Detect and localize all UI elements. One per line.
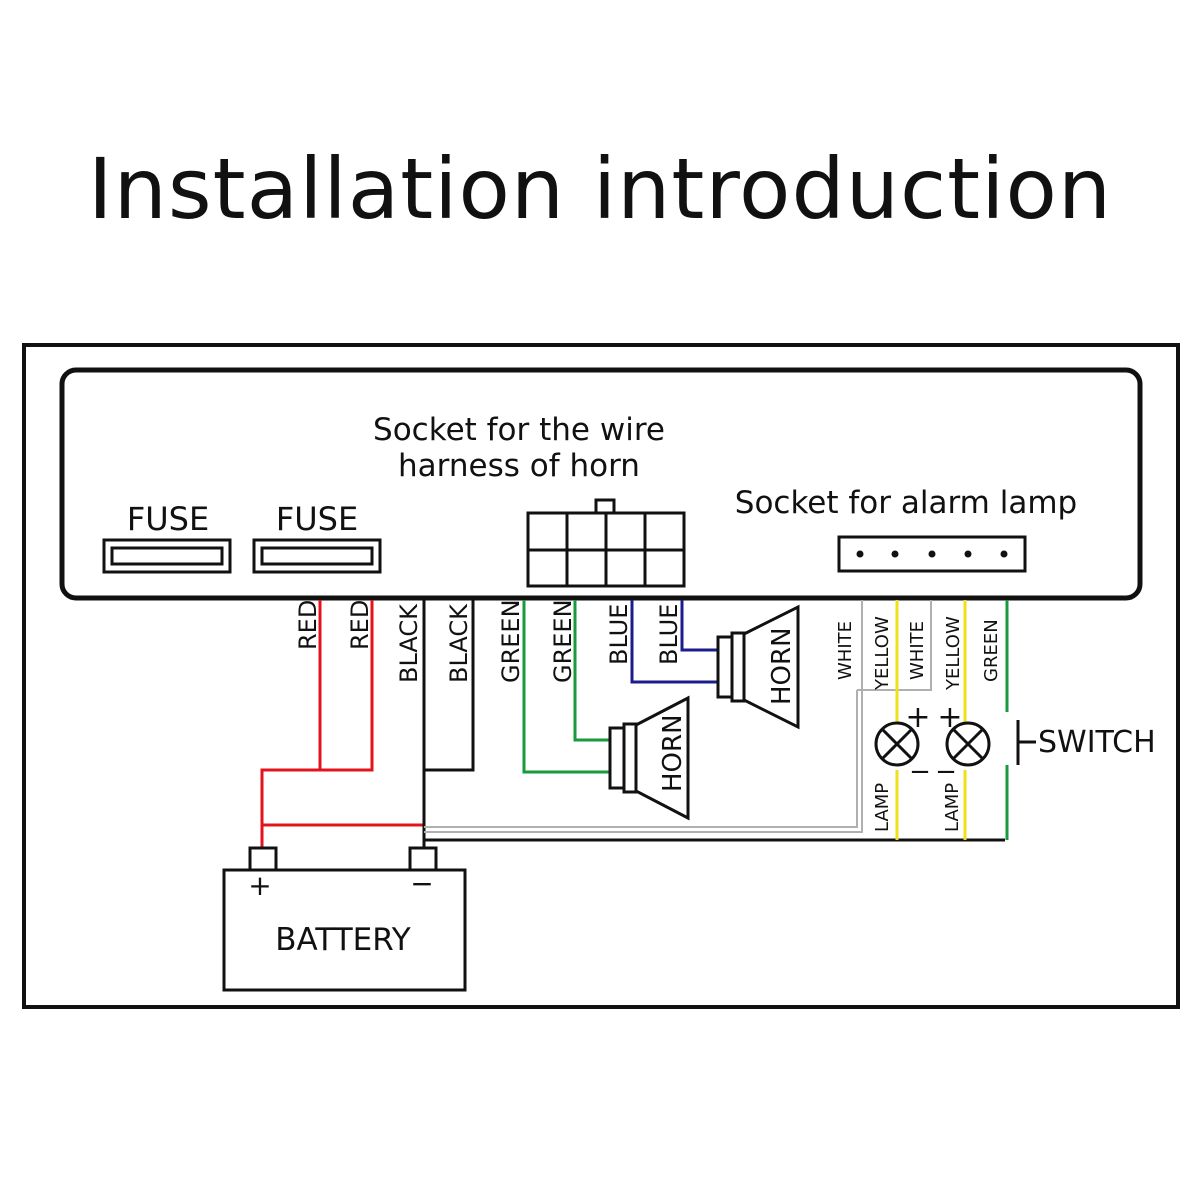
- lamp2-plus: +: [937, 700, 962, 735]
- wire-label-white-1: WHITE: [835, 621, 856, 680]
- horn-label-upper: HORN: [767, 627, 797, 705]
- horn-harness-socket: [526, 498, 686, 588]
- battery-plus: +: [248, 869, 271, 902]
- battery-label: BATTERY: [275, 922, 411, 958]
- green-wires: [522, 600, 610, 774]
- wire-label-white-2: WHITE: [907, 621, 928, 680]
- lamp-wires: [895, 600, 1009, 840]
- blue-wires: [630, 600, 718, 684]
- battery-minus: −: [410, 867, 433, 900]
- fuse-label-2: FUSE: [276, 500, 358, 538]
- switch-label: SWITCH: [1038, 725, 1156, 760]
- horn-lower: [608, 695, 690, 821]
- horn-socket-label-2: harness of horn: [398, 448, 640, 484]
- battery: [222, 846, 467, 992]
- switch-symbol: [1016, 720, 1036, 765]
- lamp1-plus: +: [905, 700, 930, 735]
- black-wires: [422, 600, 1005, 848]
- page-title: Installation introduction: [87, 140, 1113, 238]
- horn-upper: [716, 604, 800, 730]
- wire-labels: RED RED BLACK BLACK GREEN GREEN BLUE BLU…: [294, 599, 1002, 691]
- wire-label-black-2: BLACK: [445, 603, 473, 683]
- alarm-lamp-1: [874, 721, 920, 767]
- fuse-label-1: FUSE: [127, 500, 209, 538]
- lamp-label-2: LAMP: [942, 783, 963, 832]
- fuse-2: [252, 538, 382, 574]
- horn-socket-label-1: Socket for the wire: [373, 412, 665, 448]
- lamp2-minus: −: [935, 757, 957, 787]
- lamp-socket-label: Socket for alarm lamp: [735, 485, 1077, 521]
- wire-label-blue-1: BLUE: [605, 604, 633, 665]
- wire-label-green-1: GREEN: [497, 599, 525, 683]
- white-wires: [424, 600, 932, 833]
- diagram-frame: [22, 343, 1180, 1009]
- lamp1-minus: −: [909, 757, 931, 787]
- alarm-lamp-socket: [837, 535, 1027, 573]
- wire-label-red-2: RED: [346, 600, 374, 650]
- horn-label-lower: HORN: [658, 714, 688, 792]
- wire-label-blue-2: BLUE: [655, 604, 683, 665]
- wire-label-yellow-2: YELLOW: [943, 616, 964, 691]
- wire-label-green-3: GREEN: [981, 619, 1002, 682]
- wire-label-red-1: RED: [294, 600, 322, 650]
- red-wires: [260, 600, 424, 848]
- wire-label-green-2: GREEN: [549, 599, 577, 683]
- alarm-lamp-2: [945, 721, 991, 767]
- fuse-1: [102, 538, 232, 574]
- wire-label-black-1: BLACK: [395, 603, 423, 683]
- wire-label-yellow-1: YELLOW: [872, 616, 893, 691]
- lamp-label-1: LAMP: [872, 783, 893, 832]
